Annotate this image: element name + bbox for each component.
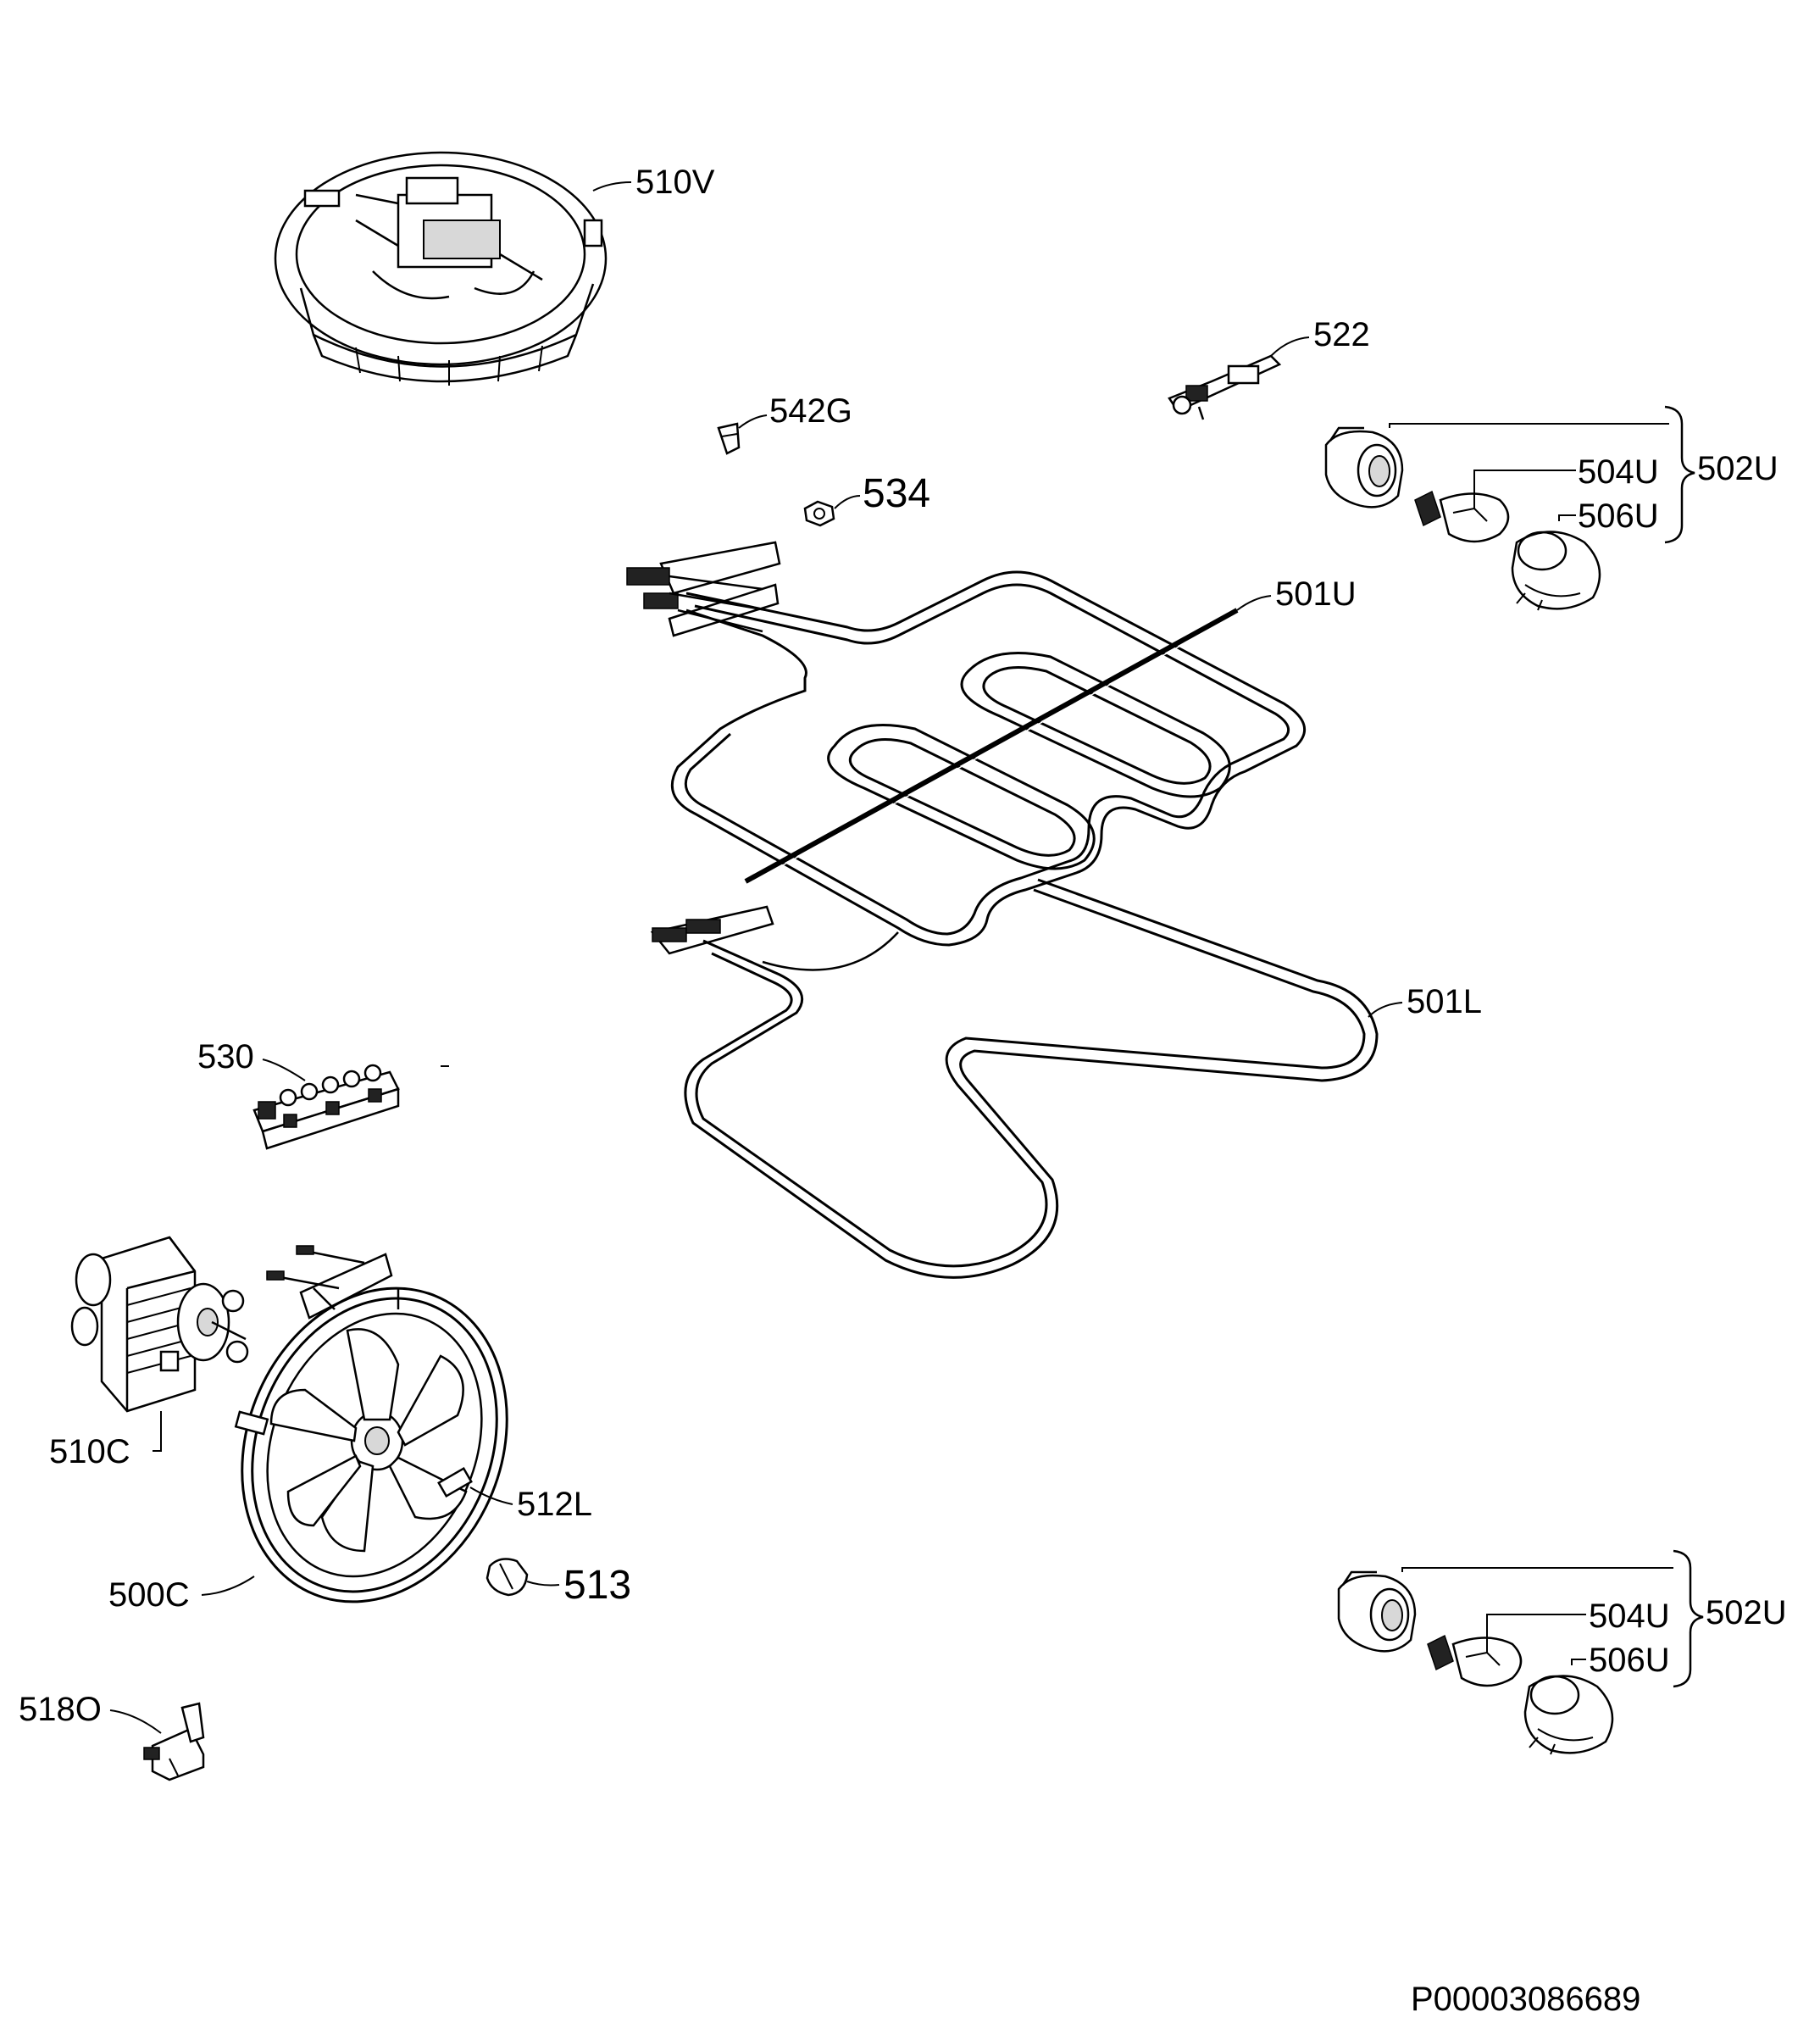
label-506u-bottom: 506U bbox=[1589, 1642, 1670, 1679]
part-510c-fan-motor bbox=[70, 1236, 249, 1413]
part-522-terminal bbox=[1168, 354, 1282, 420]
part-542g-plug bbox=[717, 422, 741, 455]
label-530: 530 bbox=[197, 1038, 254, 1075]
label-504u-bottom: 504U bbox=[1589, 1598, 1670, 1635]
label-513: 513 bbox=[563, 1563, 631, 1608]
label-510c: 510C bbox=[49, 1433, 130, 1470]
label-542g: 542G bbox=[769, 392, 852, 430]
label-502u-top: 502U bbox=[1697, 450, 1778, 487]
part-500c-512l-fan-element bbox=[234, 1245, 508, 1603]
label-501l: 501L bbox=[1407, 983, 1482, 1020]
label-506u-top: 506U bbox=[1578, 497, 1659, 535]
part-518o-thermostat bbox=[143, 1702, 205, 1781]
part-502u-top-lamp-assembly bbox=[1324, 426, 1601, 611]
label-534: 534 bbox=[863, 471, 930, 516]
part-502u-bottom-lamp-assembly bbox=[1337, 1570, 1614, 1755]
diagram-reference-code: P00003086689 bbox=[1411, 1981, 1640, 2018]
label-500c: 500C bbox=[108, 1576, 190, 1614]
part-530-terminal-block bbox=[252, 1064, 400, 1150]
label-502u-bottom: 502U bbox=[1706, 1594, 1787, 1631]
label-522: 522 bbox=[1313, 316, 1370, 353]
part-510v-fan-cover bbox=[274, 151, 608, 386]
part-501u-upper-heating-element bbox=[626, 541, 1306, 947]
label-501u: 501U bbox=[1275, 575, 1357, 613]
part-534-nut bbox=[803, 500, 835, 527]
label-504u-top: 504U bbox=[1578, 453, 1659, 491]
part-501l-lower-heating-element bbox=[650, 878, 1379, 1279]
label-510v: 510V bbox=[635, 164, 715, 201]
label-512l: 512L bbox=[517, 1486, 592, 1523]
part-513-sleeve bbox=[486, 1558, 529, 1597]
label-518o: 518O bbox=[19, 1691, 102, 1728]
